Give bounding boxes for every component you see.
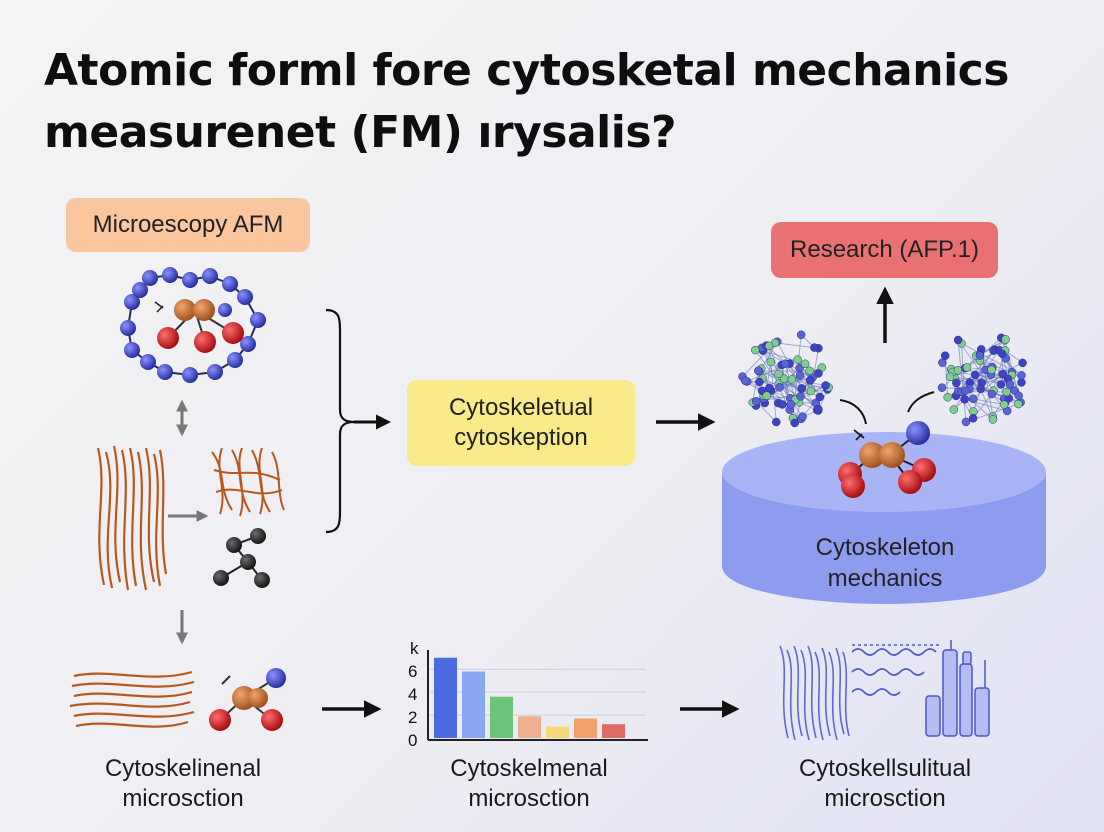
chart-bar (490, 696, 513, 738)
chart-tick-label: 6 (408, 662, 417, 681)
cylinder (722, 432, 1046, 604)
chart-bar (434, 657, 457, 738)
afm-label-box: Microescopy AFM (66, 198, 310, 252)
chart-bar (462, 671, 485, 738)
caption-middle-line1: Cytoskelmenal (450, 755, 608, 782)
caption-left: Cytoskelinenal microsction (60, 754, 306, 814)
cylinder-molecule (838, 421, 936, 498)
connector-left (839, 399, 867, 425)
caption-left-line1: Cytoskelinenal (104, 755, 262, 782)
chart-tick-label: 4 (408, 685, 417, 704)
protein-cluster-right (937, 333, 1027, 427)
connector-right (907, 391, 935, 413)
fiber-bundle (211, 447, 285, 517)
cylinder-label-line1: Cytoskeleton (815, 534, 955, 561)
vertical-fibers (96, 445, 168, 591)
afm-label: Microescopy AFM (92, 211, 284, 238)
center-label-box: Cytoskeletual cytoskeption (407, 380, 635, 466)
chart-tick-label: 2 (408, 708, 417, 727)
small-molecule-left (209, 668, 286, 731)
horizontal-fibers (69, 670, 195, 728)
fiber-cluster-right (779, 645, 850, 741)
chart-bar (602, 724, 625, 738)
caption-right-line1: Cytoskellsulitual (798, 755, 972, 782)
caption-right: Cytoskellsulitual microsction (756, 754, 1014, 814)
research-label: Research (AFP.1) (790, 236, 979, 263)
cylinder-label-line2: mechanics (827, 565, 943, 592)
chart-y-label: k (410, 639, 419, 658)
mini-bar-chart: k 6 4 2 0 (408, 639, 648, 750)
page-title: Atomic forml fore cytosketal mechanics m… (44, 45, 1009, 158)
research-label-box: Research (AFP.1) (771, 222, 998, 278)
chart-bar (546, 726, 569, 738)
caption-middle-line2: microsction (468, 785, 590, 812)
chart-tick-label: 0 (408, 731, 417, 750)
caption-right-line2: microsction (824, 785, 946, 812)
instrument-columns (925, 640, 990, 737)
bracket (325, 308, 355, 534)
chart-bar (518, 716, 541, 738)
cylinder-label: Cytoskeleton mechanics (760, 532, 1010, 594)
chart-bar (574, 718, 597, 738)
center-label-line1: Cytoskeletual (448, 394, 594, 421)
center-label-line2: cytoskeption (454, 424, 588, 451)
caption-middle: Cytoskelmenal microsction (400, 754, 658, 814)
caption-left-line2: microsction (122, 785, 244, 812)
molecule-ring (120, 267, 266, 383)
protein-cluster-left (738, 330, 833, 428)
black-molecule (213, 528, 270, 588)
wave-lines (851, 644, 940, 696)
